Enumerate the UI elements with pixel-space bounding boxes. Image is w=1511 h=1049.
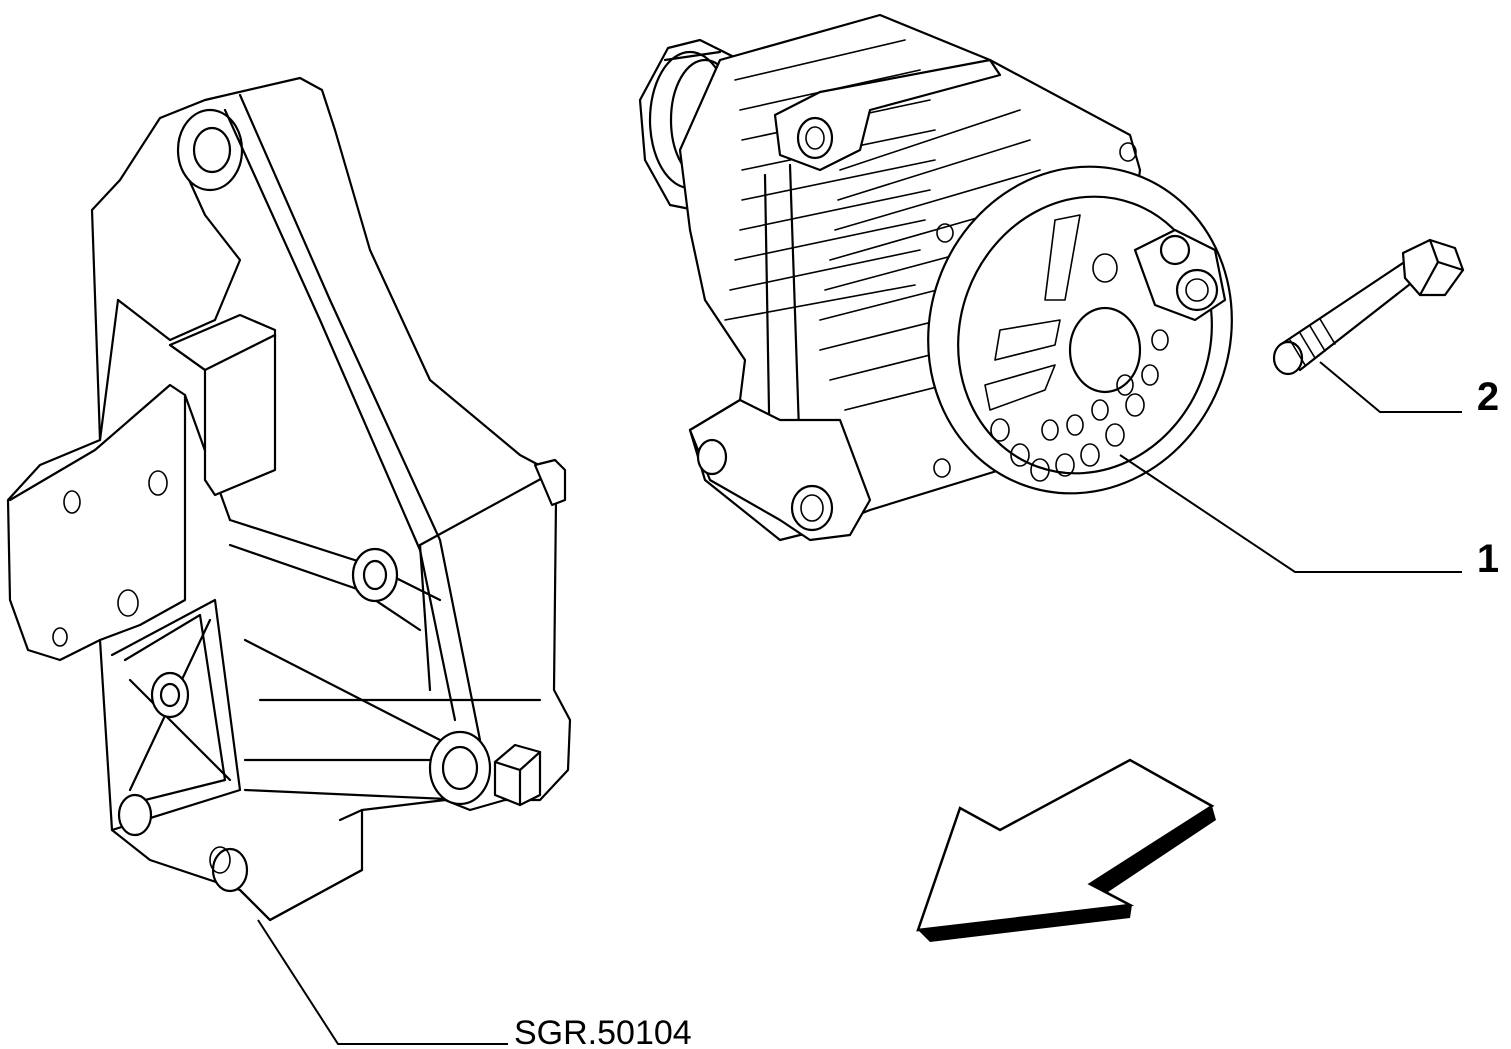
alternator-mounting-bracket[interactable]: [6, 76, 572, 922]
leader-line-alternator: [1119, 454, 1462, 573]
drawing-reference-code: SGR.50104: [514, 1014, 692, 1049]
alternator[interactable]: [638, 13, 1277, 542]
callout-number-alternator: 1: [1477, 537, 1499, 581]
front-direction-arrow-icon: [916, 758, 1216, 942]
alternator-bolt[interactable]: [1272, 238, 1465, 376]
leader-line-bolt: [1319, 361, 1462, 413]
callout-number-bolt: 2: [1477, 375, 1499, 419]
leader-line-bracket: [257, 919, 508, 1045]
